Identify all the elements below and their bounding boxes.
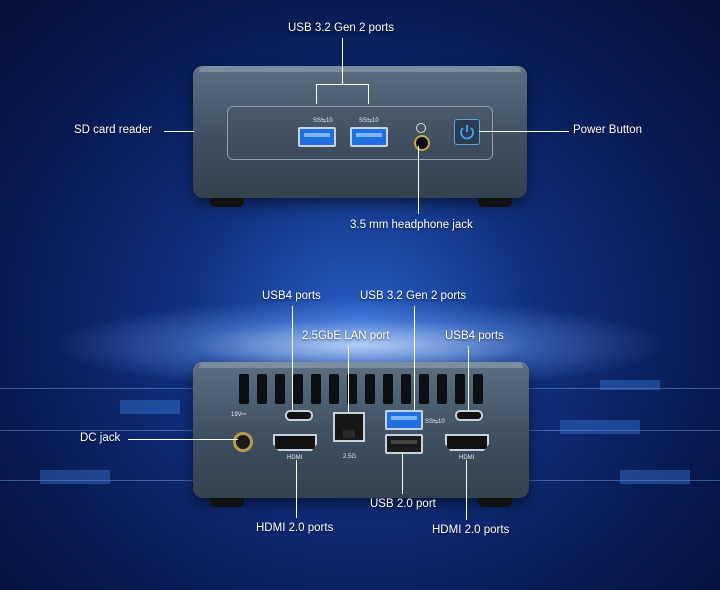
- device-top-edge: [199, 362, 523, 368]
- ss10-mark: SS⇆10: [425, 419, 445, 425]
- label-headphone: 3.5 mm headphone jack: [350, 219, 473, 231]
- vent: [455, 374, 465, 404]
- leader-line: [466, 460, 467, 520]
- device-foot: [478, 498, 512, 507]
- leader-line: [348, 346, 349, 412]
- front-usb-port-1: [298, 127, 336, 147]
- hdmi-port-left: [273, 434, 317, 451]
- floor-tile: [560, 420, 640, 434]
- dc-jack: [233, 432, 253, 452]
- label-lan: 2.5GbE LAN port: [302, 330, 390, 342]
- device-foot: [210, 498, 244, 507]
- label-usb4-right: USB4 ports: [445, 330, 504, 342]
- label-dc-jack: DC jack: [80, 432, 121, 444]
- leader-line: [292, 306, 293, 410]
- vent: [401, 374, 411, 404]
- leader-line: [296, 460, 297, 518]
- front-usb-port-2: [350, 127, 388, 147]
- label-usb20: USB 2.0 port: [370, 498, 436, 510]
- floor-tile: [620, 470, 690, 484]
- label-usb4-left: USB4 ports: [262, 290, 321, 302]
- floor-tile: [120, 400, 180, 414]
- hdmi-mark-left: HDMI: [287, 455, 303, 461]
- leader-line: [468, 346, 469, 410]
- vent: [437, 374, 447, 404]
- vent: [419, 374, 429, 404]
- dc-rating: 19V⎓: [231, 412, 247, 418]
- vent: [257, 374, 267, 404]
- label-sd-card: SD card reader: [74, 124, 152, 136]
- vent: [239, 374, 249, 404]
- label-usb32-rear: USB 3.2 Gen 2 ports: [360, 290, 467, 302]
- leader-line: [316, 84, 368, 85]
- front-panel: SS⇆10 SS⇆10: [227, 106, 493, 160]
- lan-port: [333, 412, 365, 442]
- hdmi-port-right: [445, 434, 489, 451]
- floor-tile: [40, 470, 110, 484]
- usb-logo-2: SS⇆10: [359, 118, 379, 124]
- power-button: [454, 119, 480, 145]
- vent: [329, 374, 339, 404]
- device-top-edge: [199, 66, 521, 72]
- mini-pc-front: SS⇆10 SS⇆10: [193, 66, 527, 198]
- vent: [473, 374, 483, 404]
- leader-line: [402, 454, 403, 494]
- leader-line: [128, 439, 238, 440]
- label-hdmi-left: HDMI 2.0 ports: [256, 522, 334, 534]
- leader-line: [316, 84, 317, 104]
- vent: [311, 374, 321, 404]
- usb4-port-right: [455, 410, 483, 421]
- device-foot: [478, 198, 512, 207]
- leader-line: [164, 131, 194, 132]
- vent: [383, 374, 393, 404]
- label-power: Power Button: [573, 124, 643, 136]
- leader-line: [368, 84, 369, 104]
- headphone-icon: [416, 123, 426, 133]
- leader-line: [418, 146, 419, 214]
- headphone-jack: [414, 135, 430, 151]
- label-hdmi-right: HDMI 2.0 ports: [432, 524, 510, 536]
- usb4-port-left: [285, 410, 313, 421]
- device-foot: [210, 198, 244, 207]
- leader-line: [342, 38, 343, 84]
- lan-speed-mark: 2.5G: [343, 454, 357, 460]
- vent: [293, 374, 303, 404]
- rear-usb32-port: [385, 410, 423, 430]
- vent: [275, 374, 285, 404]
- leader-line: [414, 306, 415, 410]
- usb-logo-1: SS⇆10: [313, 118, 333, 124]
- rear-usb20-port: [385, 434, 423, 454]
- hdmi-mark-right: HDMI: [459, 455, 475, 461]
- power-icon: [460, 125, 474, 140]
- floor-tile: [600, 380, 660, 390]
- vent: [365, 374, 375, 404]
- label-usb32-front: USB 3.2 Gen 2 ports: [288, 22, 395, 34]
- vent: [347, 374, 357, 404]
- lan-latch: [343, 430, 355, 438]
- leader-line: [479, 131, 569, 132]
- mini-pc-rear: 19V⎓ HDMI 2.5G SS⇆10 HDMI: [193, 362, 529, 498]
